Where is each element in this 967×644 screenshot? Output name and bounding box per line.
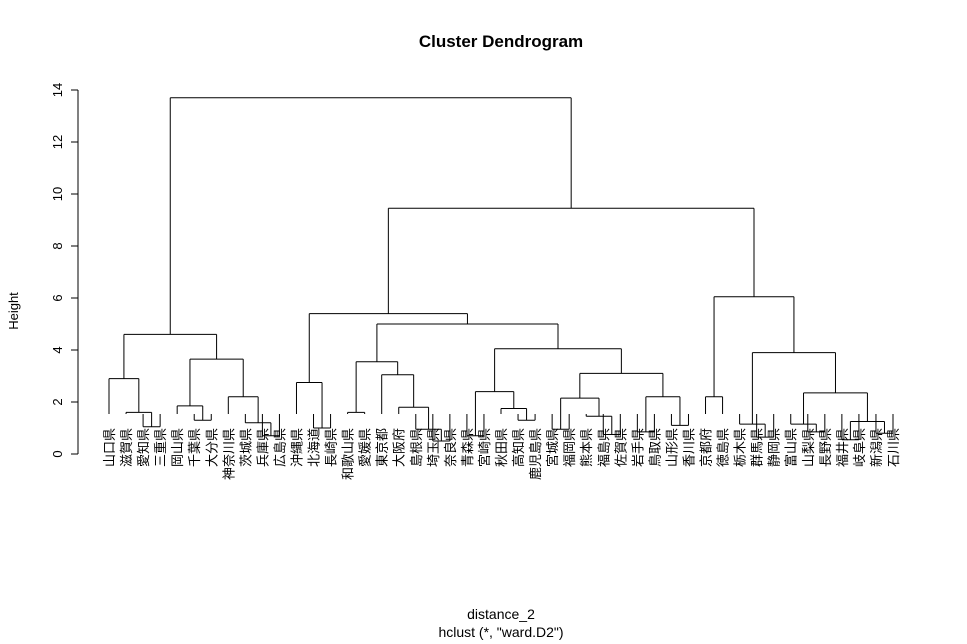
- leaf-label: 滋賀県: [120, 428, 135, 467]
- leaf-label: 栃木県: [734, 428, 749, 467]
- leaf-label: 新潟県: [869, 428, 885, 467]
- leaf-label: 岡山県: [171, 428, 186, 467]
- leaf-label: 秋田県: [495, 428, 510, 467]
- leaf-label: 熊本県: [579, 428, 595, 467]
- leaf-label: 沖縄県: [290, 428, 305, 467]
- leaf-labels: 山口県滋賀県愛知県三重県岡山県千葉県大分県神奈川県茨城県兵庫県広島県沖縄県北海道…: [103, 428, 902, 480]
- leaf-label: 富山県: [784, 428, 800, 467]
- leaf-label: 福島県: [597, 428, 612, 467]
- leaf-label: 群馬県: [751, 428, 766, 467]
- y-tick-label: 6: [50, 294, 65, 301]
- leaf-label: 神奈川県: [222, 428, 237, 480]
- leaf-label: 千葉県: [188, 428, 203, 467]
- y-tick-label: 2: [50, 398, 65, 405]
- leaf-label: 北海道: [308, 428, 323, 467]
- leaf-label: 山形県: [665, 428, 680, 467]
- y-axis-label: Height: [6, 292, 21, 330]
- leaf-label: 京都府: [700, 428, 715, 467]
- leaf-label: 徳島県: [717, 428, 732, 467]
- leaf-label: 香川県: [682, 428, 697, 467]
- leaf-label: 岩手県: [631, 428, 646, 467]
- leaf-label: 鹿児島県: [528, 428, 544, 480]
- leaf-label: 高知県: [511, 428, 527, 467]
- y-axis: 0 2 4 6 8 10 12 14: [50, 83, 79, 458]
- leaf-label: 宮城県: [545, 428, 561, 467]
- leaf-label: 愛媛県: [359, 428, 374, 467]
- leaf-label: 三重県: [153, 428, 169, 467]
- leaf-label: 島根県: [410, 428, 425, 467]
- leaf-label: 山口県: [103, 428, 118, 467]
- leaf-label: 長野県: [819, 428, 834, 467]
- chart-title: Cluster Dendrogram: [419, 32, 583, 51]
- leaf-label: 岐阜県: [852, 428, 868, 467]
- leaf-label: 鳥取県: [648, 428, 663, 467]
- y-tick-label: 8: [50, 242, 65, 249]
- leaf-label: 石川県: [887, 428, 902, 467]
- leaf-label: 大阪府: [393, 428, 408, 467]
- leaf-label: 和歌山県: [342, 428, 357, 480]
- leaf-label: 長崎県: [325, 428, 340, 467]
- leaf-label: 兵庫県: [256, 428, 271, 467]
- leaf-label: 大分県: [205, 428, 220, 467]
- leaf-label: 山梨県: [802, 428, 817, 467]
- leaf-label: 東京都: [375, 428, 391, 467]
- dendrogram-branches: [108, 97, 894, 442]
- leaf-label: 福井県: [836, 428, 851, 467]
- leaf-label: 奈良県: [443, 428, 459, 467]
- leaf-label: 茨城県: [239, 428, 254, 467]
- y-tick-label: 14: [50, 83, 65, 97]
- y-tick-label: 12: [50, 135, 65, 149]
- leaf-label: 愛知県: [136, 428, 152, 467]
- leaf-label: 宮崎県: [477, 428, 493, 467]
- leaf-label: 埼玉県: [427, 428, 442, 467]
- chart-subtitle: hclust (*, "ward.D2"): [438, 624, 563, 640]
- y-tick-label: 4: [50, 346, 65, 353]
- leaf-label: 静岡県: [768, 428, 783, 467]
- leaf-label: 青森県: [461, 428, 476, 467]
- leaf-label: 佐賀県: [614, 428, 629, 467]
- x-axis-label: distance_2: [467, 606, 535, 622]
- leaf-label: 福岡県: [563, 428, 578, 467]
- y-tick-label: 0: [50, 450, 65, 457]
- y-tick-label: 10: [50, 187, 65, 201]
- leaf-label: 広島県: [273, 428, 288, 467]
